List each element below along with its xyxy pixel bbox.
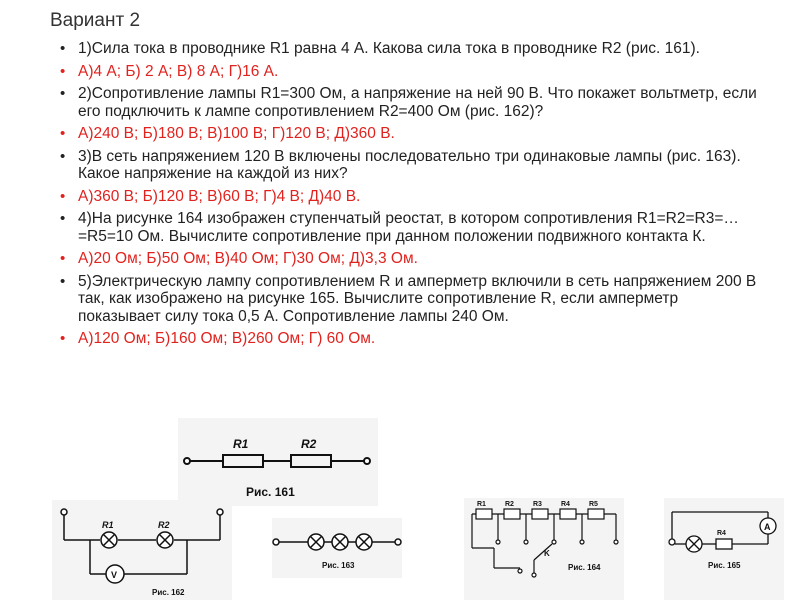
fig164-r3-label: R3 (533, 501, 542, 508)
fig165-ammeter-label: A (764, 522, 771, 532)
fig165-r-label: R4 (717, 530, 726, 537)
fig161-r2-label: R2 (301, 437, 317, 451)
fig164-r1-label: R1 (477, 501, 486, 508)
fig164-r5-label: R5 (589, 501, 598, 508)
answer-options-1: А)4 А; Б) 2 А; В) 8 А; Г)16 А. (60, 63, 765, 81)
question-2: 2)Сопротивление лампы R1=300 Ом, а напря… (60, 85, 765, 120)
figure-165: A R4 Рис. 165 (664, 498, 784, 600)
question-1: 1)Сила тока в проводнике R1 равна 4 А. К… (60, 40, 765, 58)
fig162-r1-label: R1 (102, 520, 114, 530)
figure-163: Рис. 163 (272, 518, 402, 578)
fig164-caption: Рис. 164 (568, 563, 601, 572)
question-3: 3)В сеть напряжением 120 В включены посл… (60, 148, 765, 183)
figure-162: R1 R2 V Рис. 162 (52, 500, 232, 600)
figure-164: R1 R2 R3 R4 R5 K Рис. 164 (464, 498, 624, 600)
fig163-caption: Рис. 163 (322, 561, 355, 570)
question-5: 5)Электрическую лампу сопротивлением R и… (60, 273, 765, 326)
answer-options-3: А)360 В; Б)120 В; В)60 В; Г)4 В; Д)40 В. (60, 188, 765, 206)
fig162-caption: Рис. 162 (152, 588, 185, 597)
answer-options-4: А)20 Ом; Б)50 Ом; В)40 Ом; Г)30 Ом; Д)3,… (60, 250, 765, 268)
fig161-r1-label: R1 (233, 437, 249, 451)
task-list: 1)Сила тока в проводнике R1 равна 4 А. К… (60, 40, 765, 353)
fig164-r4-label: R4 (561, 501, 570, 508)
fig161-caption: Рис. 161 (246, 485, 295, 499)
answer-options-5: А)120 Ом; Б)160 Ом; В)260 Ом; Г) 60 Ом. (60, 330, 765, 348)
fig165-caption: Рис. 165 (708, 561, 741, 570)
fig164-contact-label: K (544, 549, 550, 558)
fig162-voltmeter-label: V (111, 570, 117, 580)
fig164-r2-label: R2 (505, 501, 514, 508)
figure-161: R1 R2 Рис. 161 (178, 418, 378, 506)
answer-options-2: А)240 В; Б)180 В; В)100 В; Г)120 В; Д)36… (60, 125, 765, 143)
question-4: 4)На рисунке 164 изображен ступенчатый р… (60, 210, 765, 245)
slide-title: Вариант 2 (50, 10, 141, 31)
fig162-r2-label: R2 (158, 520, 170, 530)
